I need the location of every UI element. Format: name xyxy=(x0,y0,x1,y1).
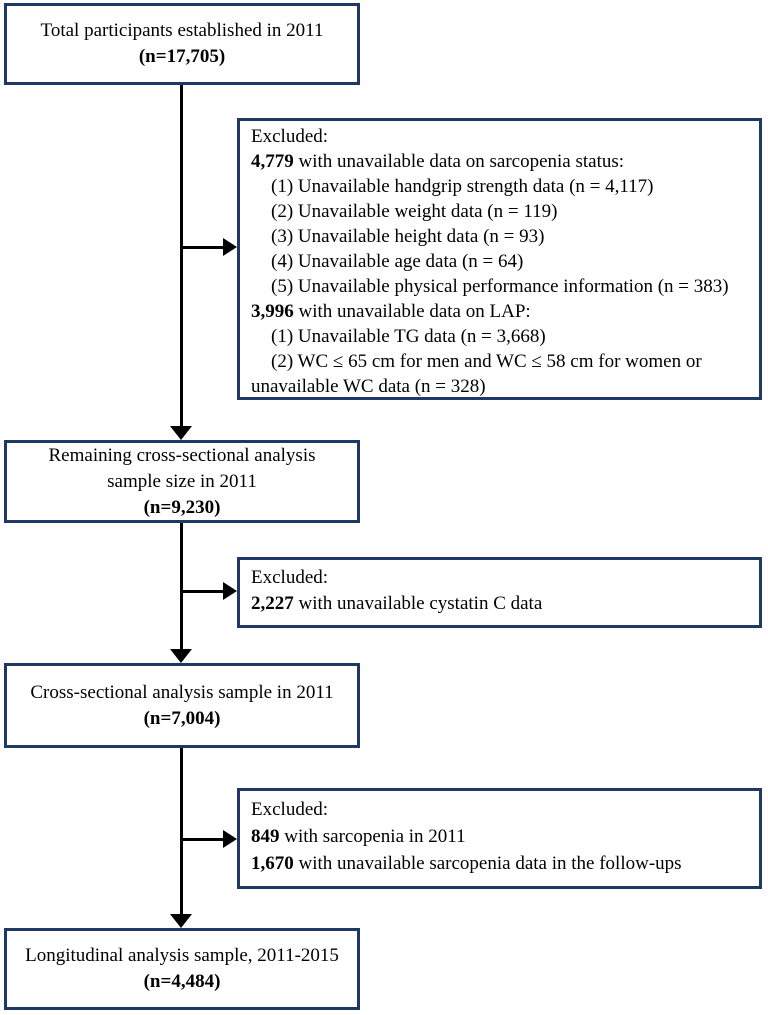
box-longitudinal-sample: Longitudinal analysis sample, 2011-2015 … xyxy=(4,928,360,1010)
excluded-subitem: (1) Unavailable TG data (n = 3,668) xyxy=(271,326,546,347)
excluded-reason: with unavailable sarcopenia data in the … xyxy=(293,853,682,874)
arrow-right-icon xyxy=(223,582,237,600)
arrow-down-icon xyxy=(170,426,192,440)
box-excluded-sarcopenia-followup: Excluded: 849 with sarcopenia in 2011 1,… xyxy=(237,788,762,889)
box-cross-sectional-sample: Cross-sectional analysis sample in 2011 … xyxy=(4,663,360,748)
arrow-down-icon xyxy=(170,914,192,928)
box-remaining-cross-sectional: Remaining cross-sectional analysis sampl… xyxy=(4,440,360,523)
box-remaining-label-2: sample size in 2011 xyxy=(107,470,257,492)
excluded-subitem: (2) Unavailable weight data (n = 119) xyxy=(271,201,558,222)
box-total-label: Total participants established in 2011 xyxy=(40,20,324,41)
excluded-count: 3,996 xyxy=(251,301,294,322)
excluded-reason: with unavailable cystatin C data xyxy=(293,593,543,614)
flow-line-branch-1 xyxy=(181,246,224,249)
excluded-subitem: (1) Unavailable handgrip strength data (… xyxy=(271,176,654,197)
box-excluded-sarcopenia-lap: Excluded: 4,779 with unavailable data on… xyxy=(237,118,762,400)
flow-line-vertical-2 xyxy=(180,523,183,651)
excluded-count: 849 xyxy=(251,826,280,847)
box-cross-sectional-n: (n=7,004) xyxy=(143,707,221,729)
flow-line-branch-2 xyxy=(181,590,224,593)
excluded-count: 4,779 xyxy=(251,151,294,172)
excluded-reason: with sarcopenia in 2011 xyxy=(279,826,466,847)
arrow-right-icon xyxy=(223,830,237,848)
box-longitudinal-n: (n=4,484) xyxy=(143,971,221,992)
box-remaining-label-1: Remaining cross-sectional analysis xyxy=(48,444,316,466)
box-longitudinal-label: Longitudinal analysis sample, 2011-2015 xyxy=(25,945,339,966)
box-excluded-cystatin: Excluded: 2,227 with unavailable cystati… xyxy=(237,557,762,628)
excluded-subitem: (4) Unavailable age data (n = 64) xyxy=(271,251,524,272)
box-total-participants: Total participants established in 2011 (… xyxy=(4,3,360,85)
excluded-reason: with unavailable data on sarcopenia stat… xyxy=(293,151,625,172)
excluded-item: 2,227 with unavailable cystatin C data xyxy=(251,591,751,617)
excluded-item: 849 with sarcopenia in 2011 xyxy=(251,823,751,850)
box-total-n: (n=17,705) xyxy=(138,46,226,67)
box-cross-sectional-label: Cross-sectional analysis sample in 2011 xyxy=(30,681,334,703)
flow-line-branch-3 xyxy=(181,838,224,841)
excluded-subitem-continuation: unavailable WC data (n = 328) xyxy=(251,376,486,397)
excluded-title: Excluded: xyxy=(251,567,329,588)
box-remaining-n: (n=9,230) xyxy=(143,496,221,518)
excluded-subitem: (3) Unavailable height data (n = 93) xyxy=(271,226,545,247)
arrow-right-icon xyxy=(223,238,237,256)
excluded-title: Excluded: xyxy=(251,799,329,820)
flow-line-vertical-1 xyxy=(180,85,183,428)
excluded-item: 4,779 with unavailable data on sarcopeni… xyxy=(251,149,751,174)
excluded-count: 2,227 xyxy=(251,593,294,614)
excluded-item: 1,670 with unavailable sarcopenia data i… xyxy=(251,850,751,877)
flow-line-vertical-3 xyxy=(180,748,183,916)
excluded-count: 1,670 xyxy=(251,853,294,874)
excluded-reason: with unavailable data on LAP: xyxy=(293,301,531,322)
excluded-item: 3,996 with unavailable data on LAP: xyxy=(251,299,751,324)
excluded-subitem: (2) WC ≤ 65 cm for men and WC ≤ 58 cm fo… xyxy=(271,351,702,372)
excluded-title: Excluded: xyxy=(251,126,329,147)
excluded-subitem: (5) Unavailable physical performance inf… xyxy=(271,276,729,297)
arrow-down-icon xyxy=(170,649,192,663)
